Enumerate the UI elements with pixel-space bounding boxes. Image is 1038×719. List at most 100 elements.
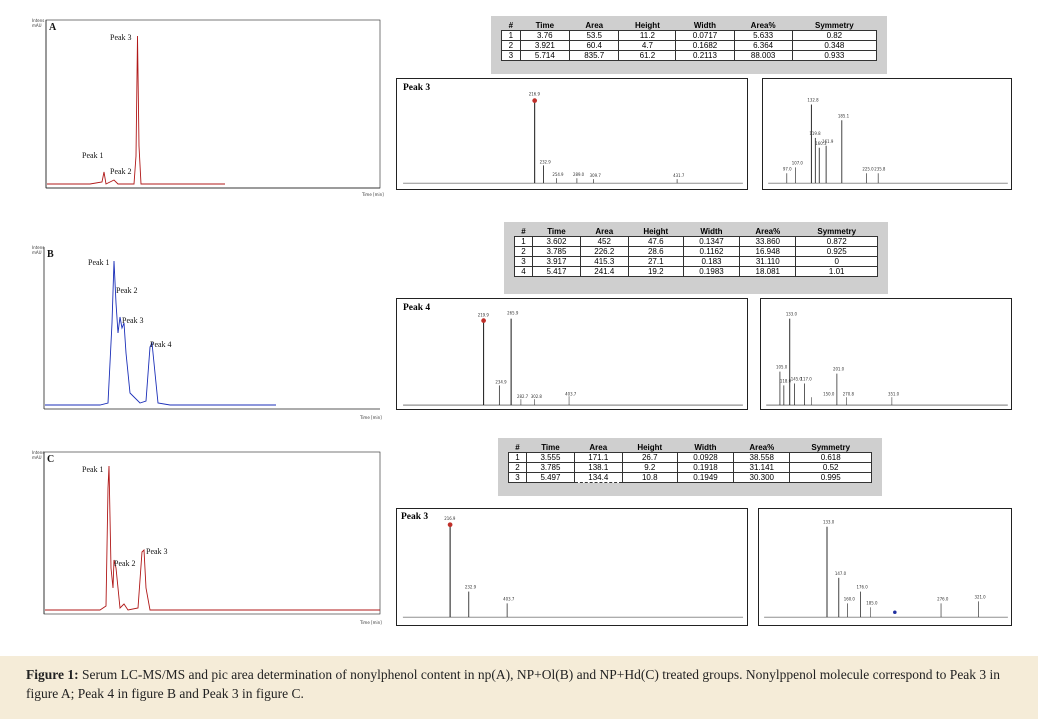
mz-label: 107.0 (792, 160, 804, 165)
cell: 18.081 (739, 266, 797, 277)
cell: 1 (507, 452, 528, 463)
cell: 171.1 (573, 452, 623, 463)
mz-label: 234.9 (495, 379, 507, 384)
cell: 1 (501, 30, 521, 41)
chromatogram-c: Peak 1 Peak 2 Peak 3 Time [min] Intens m… (30, 448, 382, 632)
col-header: Symmetry (817, 226, 857, 236)
mz-label: 225.0 (862, 166, 874, 171)
col-header: Symmetry (815, 20, 854, 30)
col-header: Area% (755, 226, 781, 236)
cell: 0.2113 (675, 50, 735, 61)
cell: 0.0928 (676, 452, 735, 463)
mz-label: 270.8 (843, 391, 855, 396)
ms-spectrum-c: 216.9 232.9 403.7 Peak 3 (396, 508, 748, 626)
peak-label: Peak 1 (82, 465, 104, 474)
col-header: Area (585, 20, 604, 30)
svg-text:Intens: Intens (32, 450, 44, 455)
table-header-row: # Time Area Height Width Area% Symmetry (509, 442, 872, 453)
mz-label: 160.3 (815, 141, 827, 146)
base-peak-label: 216.9 (444, 516, 456, 521)
cell: 31.141 (733, 462, 791, 473)
ms-spectrum-a-plot: 216.9 232.9 254.9 289.0 309.7 431.7 (403, 92, 743, 184)
cell: 452 (579, 236, 629, 247)
cell: 0.925 (795, 246, 878, 257)
chromatogram-b: Peak 1 Peak 2 Peak 3 Peak 4 Time [min] I… (30, 243, 382, 427)
mz-label: 321.0 (974, 594, 986, 599)
cell: 2 (513, 246, 534, 257)
cell: 2 (501, 40, 521, 51)
mz-label: 235.8 (874, 166, 886, 171)
mz-label: 133.0 (823, 520, 835, 525)
cell: 3 (501, 50, 521, 61)
cell: 0.1983 (682, 266, 741, 277)
cell: 11.2 (618, 30, 677, 41)
cell: 33.860 (739, 236, 797, 247)
mz-label: 118.0 (780, 378, 792, 383)
cell: 4.7 (618, 40, 677, 51)
svg-text:Time [min]: Time [min] (359, 415, 382, 420)
cell: 0.82 (791, 30, 878, 41)
cell: 0.1682 (675, 40, 735, 51)
mz-label: 403.7 (503, 596, 515, 601)
col-header: Time (535, 20, 555, 30)
cell: 0.0717 (675, 30, 735, 41)
mz-label: 161.9 (822, 139, 834, 144)
cell: 31.110 (739, 256, 797, 267)
mz-label: 160.0 (844, 596, 856, 601)
mz-label: 133.0 (786, 312, 798, 317)
col-header: # (515, 442, 520, 452)
svg-text:Intens: Intens (32, 18, 44, 23)
ms-spectrum-a: 216.9 232.9 254.9 289.0 309.7 431.7 Peak… (396, 78, 748, 190)
ms2-spectrum-b: 133.0 118.0 105.0 145.0 117.0 150.0 201.… (760, 298, 1012, 410)
ms-title: Peak 3 (403, 83, 431, 93)
base-peak-label: 216.9 (529, 92, 541, 97)
cell: 9.2 (621, 462, 678, 473)
peak-label: Peak 3 (146, 547, 168, 556)
cell: 3.921 (519, 40, 571, 51)
cell: 3.555 (526, 452, 575, 463)
cell: 30.300 (733, 472, 791, 483)
cell: 0.872 (795, 236, 878, 247)
peak-label: Peak 1 (88, 258, 110, 267)
cell: 61.2 (618, 50, 677, 61)
table-header-row: # Time Area Height Width Area% Symmetry (515, 226, 878, 237)
cell: 3 (507, 472, 528, 483)
peak-label: Peak 2 (110, 167, 132, 176)
col-header: Area (589, 442, 608, 452)
cell: 0 (795, 256, 878, 267)
peak-table-c: # Time Area Height Width Area% Symmetry … (498, 438, 882, 496)
mz-label: 232.9 (540, 159, 552, 164)
mz-label: 97.0 (783, 166, 792, 171)
col-header: Area (595, 226, 614, 236)
mz-label: 309.7 (590, 173, 602, 178)
col-header: Time (541, 442, 560, 452)
cell: 134.4 (573, 472, 623, 483)
chromatogram-b-plot: Peak 1 Peak 2 Peak 3 Peak 4 Time [min] I… (32, 245, 382, 420)
mz-label: 351.0 (888, 391, 900, 396)
cell: 835.7 (569, 50, 620, 61)
peak-label: Peak 2 (116, 286, 138, 295)
table-header-row: # Time Area Height Width Area% Symmetry (502, 20, 877, 31)
peak-label: Peak 1 (82, 151, 104, 160)
chromatogram-a: Peak 1 Peak 2 Peak 3 Time [min] Intens m… (30, 16, 384, 200)
cell: 60.4 (569, 40, 620, 51)
cell: 16.948 (739, 246, 797, 257)
mz-label: 302.8 (531, 394, 543, 399)
panel-label: C (47, 454, 55, 465)
cell: 28.6 (627, 246, 684, 257)
cell: 5.417 (532, 266, 581, 277)
cell: 3 (513, 256, 534, 267)
ms2-spectrum-b-plot: 133.0 118.0 105.0 145.0 117.0 150.0 201.… (766, 312, 1008, 406)
col-header: Area% (750, 20, 776, 30)
mz-label: 289.0 (573, 172, 585, 177)
cell: 26.7 (621, 452, 678, 463)
mz-label: 276.0 (937, 596, 949, 601)
cell: 5.633 (733, 30, 793, 41)
col-header: Width (693, 20, 717, 30)
peak-label: Peak 3 (122, 316, 144, 325)
col-header: Width (700, 226, 723, 236)
